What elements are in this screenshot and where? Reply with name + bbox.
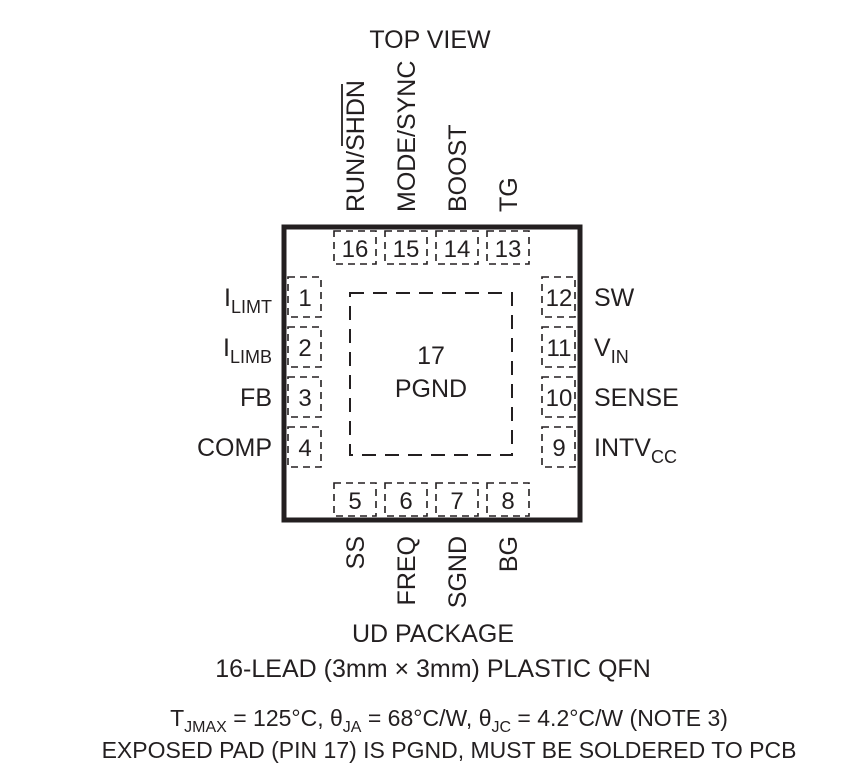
right-pin-12: 12 SW — [541, 276, 635, 318]
pin-label: SGND — [444, 536, 472, 608]
package-name: UD PACKAGE — [352, 620, 514, 648]
pin-label: SW — [594, 284, 635, 312]
pin-number: 7 — [450, 488, 463, 515]
pin-number: 6 — [399, 488, 412, 515]
pin-number: 10 — [546, 385, 573, 412]
right-pin-10: 10 SENSE — [541, 376, 679, 418]
exposed-pad-number: 17 — [417, 342, 445, 370]
bottom-pin-6: 6 FREQ — [384, 482, 428, 605]
pin-number: 1 — [298, 285, 311, 312]
pin-number: 11 — [547, 335, 572, 362]
left-pin-4: 4 COMP — [197, 426, 322, 468]
right-pin-9: 9 INTVCC — [541, 426, 677, 468]
top-pin-15: 15 MODE/SYNC — [384, 61, 428, 265]
exposed-pad-name: PGND — [395, 375, 467, 403]
package-description: 16-LEAD (3mm × 3mm) PLASTIC QFN — [215, 655, 651, 683]
pin-number: 4 — [298, 435, 311, 462]
pin-number: 12 — [546, 285, 573, 312]
pin-label: ILIMT — [224, 284, 272, 317]
pin-label: INTVCC — [594, 434, 677, 467]
package-body — [281, 224, 583, 523]
pin-number: 15 — [393, 236, 420, 263]
bottom-pin-8: 8 BG — [486, 482, 530, 572]
bottom-pin-7: 7 SGND — [435, 482, 479, 608]
left-pin-2: 2 ILIMB — [223, 326, 322, 368]
pin-label: BOOST — [444, 124, 472, 212]
pin-label: BG — [495, 536, 523, 572]
right-pin-11: 11 VIN — [541, 326, 629, 368]
exposed-pad-note: EXPOSED PAD (PIN 17) IS PGND, MUST BE SO… — [102, 737, 797, 763]
pin-label: VIN — [594, 334, 629, 367]
left-pin-3: 3 FB — [240, 376, 322, 418]
pin-label: FREQ — [393, 536, 421, 605]
top-pin-14: 14 BOOST — [435, 124, 479, 265]
pin-number: 3 — [298, 385, 311, 412]
pin-label: COMP — [197, 434, 272, 462]
pin-number: 13 — [495, 236, 522, 263]
pin-number: 9 — [552, 435, 565, 462]
left-pin-1: 1 ILIMT — [224, 276, 322, 318]
top-pin-16: 16 RUN/SHDN — [333, 80, 377, 265]
exposed-pad — [349, 292, 513, 456]
pin-number: 8 — [501, 488, 514, 515]
pin-number: 5 — [348, 488, 361, 515]
pin-label: SENSE — [594, 384, 679, 412]
top-pin-13: 13 TG — [486, 177, 530, 265]
view-title: TOP VIEW — [369, 26, 491, 54]
pin-label: RUN/SHDN — [342, 80, 370, 212]
pin-label: FB — [240, 384, 272, 412]
pin-label: MODE/SYNC — [393, 61, 421, 212]
pin-number: 16 — [342, 236, 369, 263]
pin-number: 2 — [298, 335, 311, 362]
bottom-pin-5: 5 SS — [333, 482, 377, 569]
pin-label: SS — [342, 536, 370, 569]
pin-label: TG — [495, 177, 523, 212]
pin-number: 14 — [444, 236, 471, 263]
pin-label: ILIMB — [223, 334, 272, 367]
thermal-note: TJMAX = 125°C, θJA = 68°C/W, θJC = 4.2°C… — [170, 705, 728, 736]
